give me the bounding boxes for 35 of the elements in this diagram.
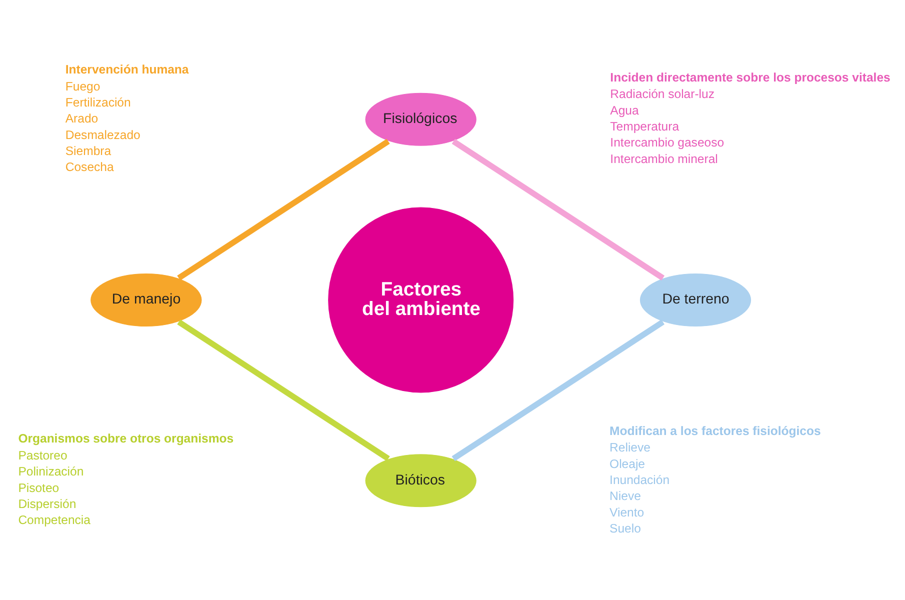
node-label: Polinización bbox=[18, 464, 84, 479]
node-label: Desmalezado bbox=[65, 128, 140, 142]
connector bbox=[177, 138, 390, 281]
node-label: Intercambio mineral bbox=[610, 152, 718, 166]
node-label: Arado bbox=[65, 112, 98, 126]
node-ellipse: De manejo bbox=[90, 272, 202, 328]
node-label: Relieve bbox=[610, 440, 650, 455]
node-label: Viento bbox=[610, 505, 644, 520]
node-label: Nieve bbox=[610, 489, 641, 504]
node-label: Siembra bbox=[65, 144, 112, 158]
connector bbox=[177, 319, 390, 462]
node-label: Inundación bbox=[610, 472, 670, 487]
node-label: Temperatura bbox=[610, 119, 680, 134]
node-label: Intercambio gaseoso bbox=[610, 136, 724, 150]
node-label: Competencia bbox=[18, 513, 90, 528]
node-label: Radiación solar-luz bbox=[610, 87, 715, 102]
node-ellipse: Fisiológicos bbox=[364, 92, 478, 146]
connector bbox=[452, 138, 665, 281]
node-label: Pastoreo bbox=[18, 448, 68, 462]
node-label: Suelo bbox=[610, 521, 641, 536]
node-label: Cosecha bbox=[65, 160, 114, 174]
node-label: Inciden directamente sobre los procesos vitales bbox=[610, 70, 890, 84]
node-circle: Factores del ambiente bbox=[327, 206, 514, 394]
node-label: Modifican a los factores fisiológicos bbox=[610, 424, 821, 438]
node-label: Fertilización bbox=[65, 96, 131, 110]
connector bbox=[452, 319, 664, 462]
node-label: Intervención humana bbox=[65, 62, 189, 77]
node-label: Oleaje bbox=[610, 456, 646, 471]
node-label: Organismos sobre otros organismos bbox=[18, 432, 234, 446]
node-label: Fuego bbox=[65, 79, 100, 94]
node-label: Dispersión bbox=[18, 496, 76, 511]
node-label: Pisoteo bbox=[18, 480, 60, 495]
node-ellipse: De terreno bbox=[639, 272, 752, 328]
node-label: Agua bbox=[610, 103, 639, 118]
node-ellipse: Bióticos bbox=[364, 454, 478, 508]
